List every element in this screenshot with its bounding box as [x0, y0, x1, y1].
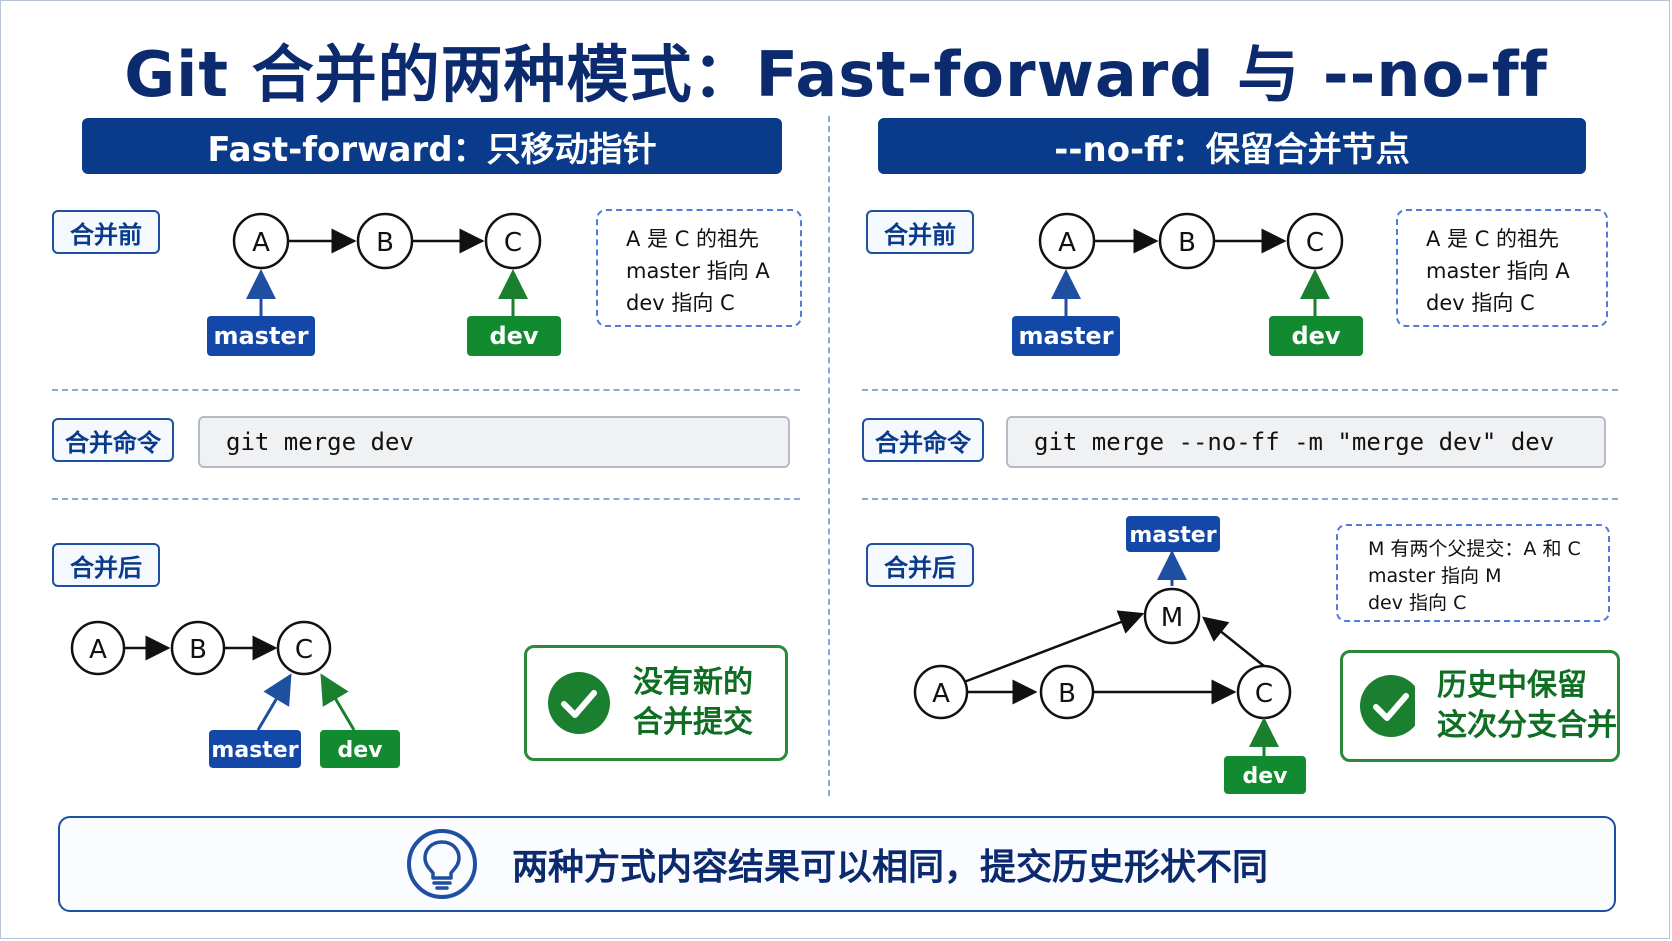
right-command-tag: 合并命令	[862, 418, 984, 462]
commit-label-a: A	[1058, 228, 1076, 258]
edge-a-m	[963, 610, 1145, 684]
right-before-note: A 是 C 的祖先 master 指向 A dev 指向 C	[1396, 209, 1608, 327]
note-line: dev 指向 C	[1426, 291, 1535, 315]
left-command-tag: 合并命令	[52, 418, 174, 462]
right-after-tag: 合并后	[866, 543, 974, 587]
master-pointer-arrow	[256, 673, 292, 731]
commit-node-b	[356, 212, 414, 270]
dev-branch-text: dev	[1242, 764, 1288, 789]
result-line: 没有新的	[633, 665, 753, 700]
divider	[52, 498, 800, 500]
commit-node-c	[1286, 212, 1344, 270]
right-before-tag: 合并前	[866, 210, 974, 254]
commit-label-a: A	[932, 679, 950, 709]
commit-label-b: B	[376, 228, 394, 258]
divider	[862, 389, 1618, 391]
commit-label-b: B	[1178, 228, 1196, 258]
panel-separator	[828, 116, 830, 796]
left-diagrams: A B C master dev A B C master dev	[70, 212, 561, 768]
dev-branch-label	[467, 316, 561, 356]
right-after-note: M 有两个父提交：A 和 C master 指向 M dev 指向 C	[1336, 524, 1610, 622]
commit-label-c: C	[1306, 228, 1324, 258]
left-before-tag: 合并前	[52, 210, 160, 254]
master-branch-label	[1012, 316, 1120, 356]
dev-branch-text: dev	[1291, 322, 1340, 350]
left-before-graph: A B C master dev	[207, 212, 561, 356]
dev-branch-text: dev	[337, 738, 383, 763]
result-line: 合并提交	[633, 705, 753, 740]
note-line: dev 指向 C	[626, 291, 735, 315]
right-result-box: 历史中保留 这次分支合并	[1340, 650, 1620, 762]
commit-node-a	[913, 664, 969, 720]
result-line: 这次分支合并	[1437, 708, 1617, 743]
left-after-graph: A B C master dev	[70, 620, 400, 768]
divider	[862, 498, 1618, 500]
right-diagrams: A B C master dev A B C M master dev	[913, 212, 1363, 794]
commit-node-a	[1038, 212, 1096, 270]
commit-node-c	[484, 212, 542, 270]
master-branch-text: master	[213, 322, 308, 350]
merge-commit-node-m	[1143, 587, 1201, 645]
check-icon	[1360, 675, 1415, 737]
note-line: A 是 C 的祖先	[626, 227, 760, 251]
summary-text: 两种方式内容结果可以相同，提交历史形状不同	[511, 847, 1268, 888]
commit-label-m: M	[1161, 603, 1183, 633]
dev-branch-label	[1269, 316, 1363, 356]
note-line: M 有两个父提交：A 和 C	[1368, 538, 1581, 560]
check-icon	[548, 672, 610, 734]
master-branch-label	[1126, 516, 1220, 552]
right-command-box: git merge --no-ff -m "merge dev" dev	[1006, 416, 1606, 468]
note-line: master 指向 M	[1368, 565, 1502, 587]
dev-pointer-arrow	[320, 673, 356, 731]
dev-branch-label	[1224, 756, 1306, 794]
commit-node-a	[232, 212, 290, 270]
dev-branch-label	[320, 730, 400, 768]
commit-label-c: C	[504, 228, 522, 258]
result-line: 历史中保留	[1437, 668, 1587, 703]
note-line: master 指向 A	[626, 259, 770, 283]
commit-node-b	[1158, 212, 1216, 270]
divider	[52, 389, 800, 391]
master-branch-text: master	[1129, 523, 1216, 548]
fast-forward-heading: Fast-forward：只移动指针	[82, 118, 782, 174]
commit-label-a: A	[89, 635, 107, 665]
left-command-box: git merge dev	[198, 416, 790, 468]
commit-label-b: B	[1058, 679, 1076, 709]
note-line: dev 指向 C	[1368, 592, 1467, 614]
master-branch-label	[209, 730, 301, 768]
commit-label-c: C	[1255, 679, 1273, 709]
left-result-box: 没有新的 合并提交	[524, 645, 788, 761]
no-ff-heading: --no-ff：保留合并节点	[878, 118, 1586, 174]
summary-bar: 两种方式内容结果可以相同，提交历史形状不同	[58, 816, 1616, 912]
commit-node-a	[70, 620, 126, 676]
master-branch-text: master	[1018, 322, 1113, 350]
commit-node-b	[170, 620, 226, 676]
commit-node-b	[1039, 664, 1095, 720]
commit-label-a: A	[252, 228, 270, 258]
dev-branch-text: dev	[489, 322, 538, 350]
page-title: Git 合并的两种模式：Fast-forward 与 --no-ff	[124, 38, 1548, 111]
edge-c-m	[1202, 616, 1265, 667]
commit-label-c: C	[295, 635, 313, 665]
commit-node-c	[276, 620, 332, 676]
note-line: master 指向 A	[1426, 259, 1570, 283]
commit-label-b: B	[189, 635, 207, 665]
left-before-note: A 是 C 的祖先 master 指向 A dev 指向 C	[596, 209, 802, 327]
note-line: A 是 C 的祖先	[1426, 227, 1560, 251]
left-after-tag: 合并后	[52, 543, 160, 587]
master-branch-label	[207, 316, 315, 356]
lightbulb-icon	[406, 829, 477, 899]
right-after-graph: A B C M master dev	[913, 516, 1306, 794]
right-before-graph: A B C master dev	[1012, 212, 1363, 356]
master-branch-text: master	[211, 738, 298, 763]
